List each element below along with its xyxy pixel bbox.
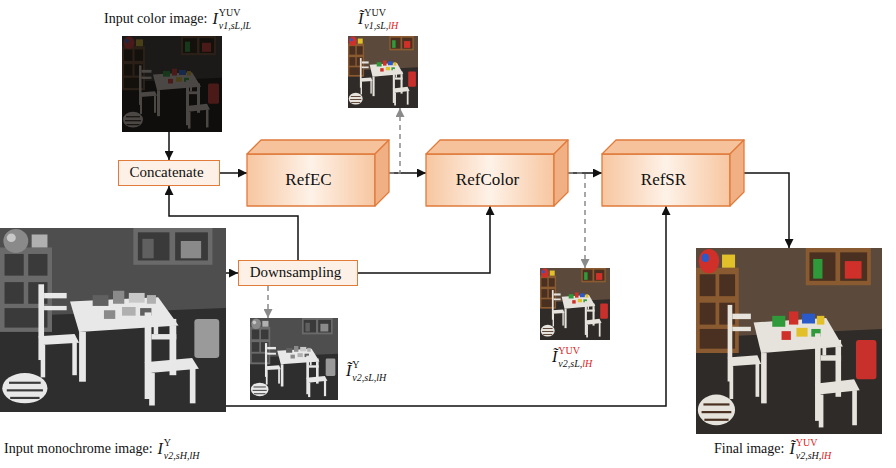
- subscript-row: v2,sH,lH: [796, 451, 832, 461]
- label-group: Downsampling: [250, 264, 347, 281]
- process-box: Concatenate: [118, 160, 220, 186]
- script-stack: YUV v1,sL,lH: [364, 8, 398, 31]
- input-color-photo: [122, 36, 222, 132]
- flow-arrow: [226, 206, 666, 406]
- label-group: RefSR: [602, 154, 730, 206]
- final-photo: [696, 248, 882, 434]
- enhanced-photo: [348, 36, 418, 108]
- subscript-row: v1,sL,lH: [364, 21, 398, 31]
- subscript-row: v2,sL,lH: [352, 373, 386, 383]
- flow-arrow: [226, 272, 238, 274]
- subscript-row: v2,sH,lH: [164, 451, 200, 461]
- subscript: lH: [821, 451, 831, 461]
- label-group: ĨYUV v1,sL,lH: [358, 8, 398, 31]
- process-box: Downsampling: [238, 260, 358, 286]
- box-label: RefSR: [641, 170, 686, 190]
- superscript: YUV: [364, 8, 386, 18]
- math-symbol: Ĩ: [552, 348, 557, 366]
- superscript: YUV: [219, 8, 241, 18]
- box-label: RefColor: [456, 170, 519, 190]
- label-group: Final image: ĨYUV v2,sH,lH: [714, 438, 831, 461]
- superscript-row: YUV: [558, 346, 592, 356]
- label-group: Input color image: IYUV v1,sL,lL: [104, 8, 251, 31]
- front-face: [247, 154, 375, 206]
- superscript: YUV: [796, 438, 818, 448]
- image-node: ĨYUVv1,sL,lH: [348, 36, 418, 108]
- math-symbol: I: [158, 440, 163, 458]
- subscript: v2,sH,: [796, 451, 822, 461]
- label-group: ĨYv2,sL,lH: [346, 360, 386, 383]
- image-node: ĨYv2,sL,lH: [250, 318, 338, 400]
- side-face: [554, 140, 568, 206]
- box-label: RefEC: [285, 170, 331, 190]
- colorized-photo: [540, 268, 610, 340]
- top-face: [247, 140, 389, 154]
- superscript-row: Y: [352, 360, 386, 370]
- flow-arrow: [389, 172, 426, 174]
- script-stack: Yv2,sH,lH: [164, 438, 200, 461]
- superscript-row: YUV: [364, 8, 398, 18]
- side-face: [375, 140, 389, 206]
- image-node: Input monochrome image:IYv2,sH,lH: [0, 228, 226, 412]
- script-stack: YUV v2,sH,lH: [796, 438, 832, 461]
- caption-text: Input monochrome image:: [4, 441, 153, 457]
- script-stack: Yv2,sL,lH: [352, 360, 386, 383]
- caption-text: Input color image:: [104, 11, 207, 27]
- top-face: [426, 140, 568, 154]
- preview-arrow: [568, 173, 585, 268]
- side-face: [730, 140, 744, 206]
- front-face: [602, 154, 730, 206]
- label-group: Input monochrome image: IYv2,sH,lH: [4, 438, 199, 461]
- subscript: v2,sL,: [558, 359, 582, 369]
- image-node: Final image:ĨYUVv2,sH,lH: [696, 248, 882, 434]
- subscript: v1,sL,lL: [219, 21, 251, 31]
- network-block: RefSR: [602, 140, 744, 206]
- subscript: lH: [582, 359, 592, 369]
- network-block: RefColor: [426, 140, 568, 206]
- math-symbol: I: [212, 10, 217, 28]
- subscript: v2,sH,lH: [164, 451, 200, 461]
- math-symbol: Ĩ: [789, 440, 794, 458]
- subscript: v1,sL,: [364, 21, 388, 31]
- flow-arrow: [358, 206, 490, 273]
- superscript-row: Y: [164, 438, 200, 448]
- network-block: RefEC: [247, 140, 389, 206]
- subscript: lH: [388, 21, 398, 31]
- flow-arrow: [168, 132, 170, 160]
- label-group: Concatenate: [129, 164, 208, 181]
- script-stack: YUV v2,sL,lH: [558, 346, 592, 369]
- superscript-row: YUV: [796, 438, 832, 448]
- caption-text: Final image:: [714, 441, 784, 457]
- front-face: [426, 154, 554, 206]
- preview-arrow: [267, 286, 269, 318]
- subscript: v2,sL,lH: [352, 373, 386, 383]
- image-node: ĨYUVv2,sL,lH: [540, 268, 610, 340]
- label-group: RefColor: [426, 154, 554, 206]
- math-symbol: Ĩ: [358, 10, 363, 28]
- script-stack: YUV v1,sL,lL: [219, 8, 251, 31]
- label-group: ĨYUV v2,sL,lH: [552, 346, 592, 369]
- label-group: RefEC: [247, 154, 375, 206]
- monochrome-photo: [0, 228, 226, 412]
- image-node: Input color image:IYUVv1,sL,lL: [122, 36, 222, 132]
- flow-arrow: [568, 172, 602, 174]
- subscript-row: v2,sL,lH: [558, 359, 592, 369]
- superscript: YUV: [558, 346, 580, 356]
- math-symbol: Ĩ: [346, 362, 351, 380]
- superscript: Y: [352, 360, 359, 370]
- preview-arrow: [389, 108, 400, 173]
- box-label: Concatenate: [129, 164, 203, 181]
- downsampled-photo: [250, 318, 338, 400]
- top-face: [602, 140, 744, 154]
- superscript: Y: [164, 438, 171, 448]
- superscript-row: YUV: [219, 8, 251, 18]
- flow-arrow: [744, 173, 789, 248]
- box-label: Downsampling: [250, 264, 342, 281]
- flow-arrow: [220, 172, 247, 174]
- subscript-row: v1,sL,lL: [219, 21, 251, 31]
